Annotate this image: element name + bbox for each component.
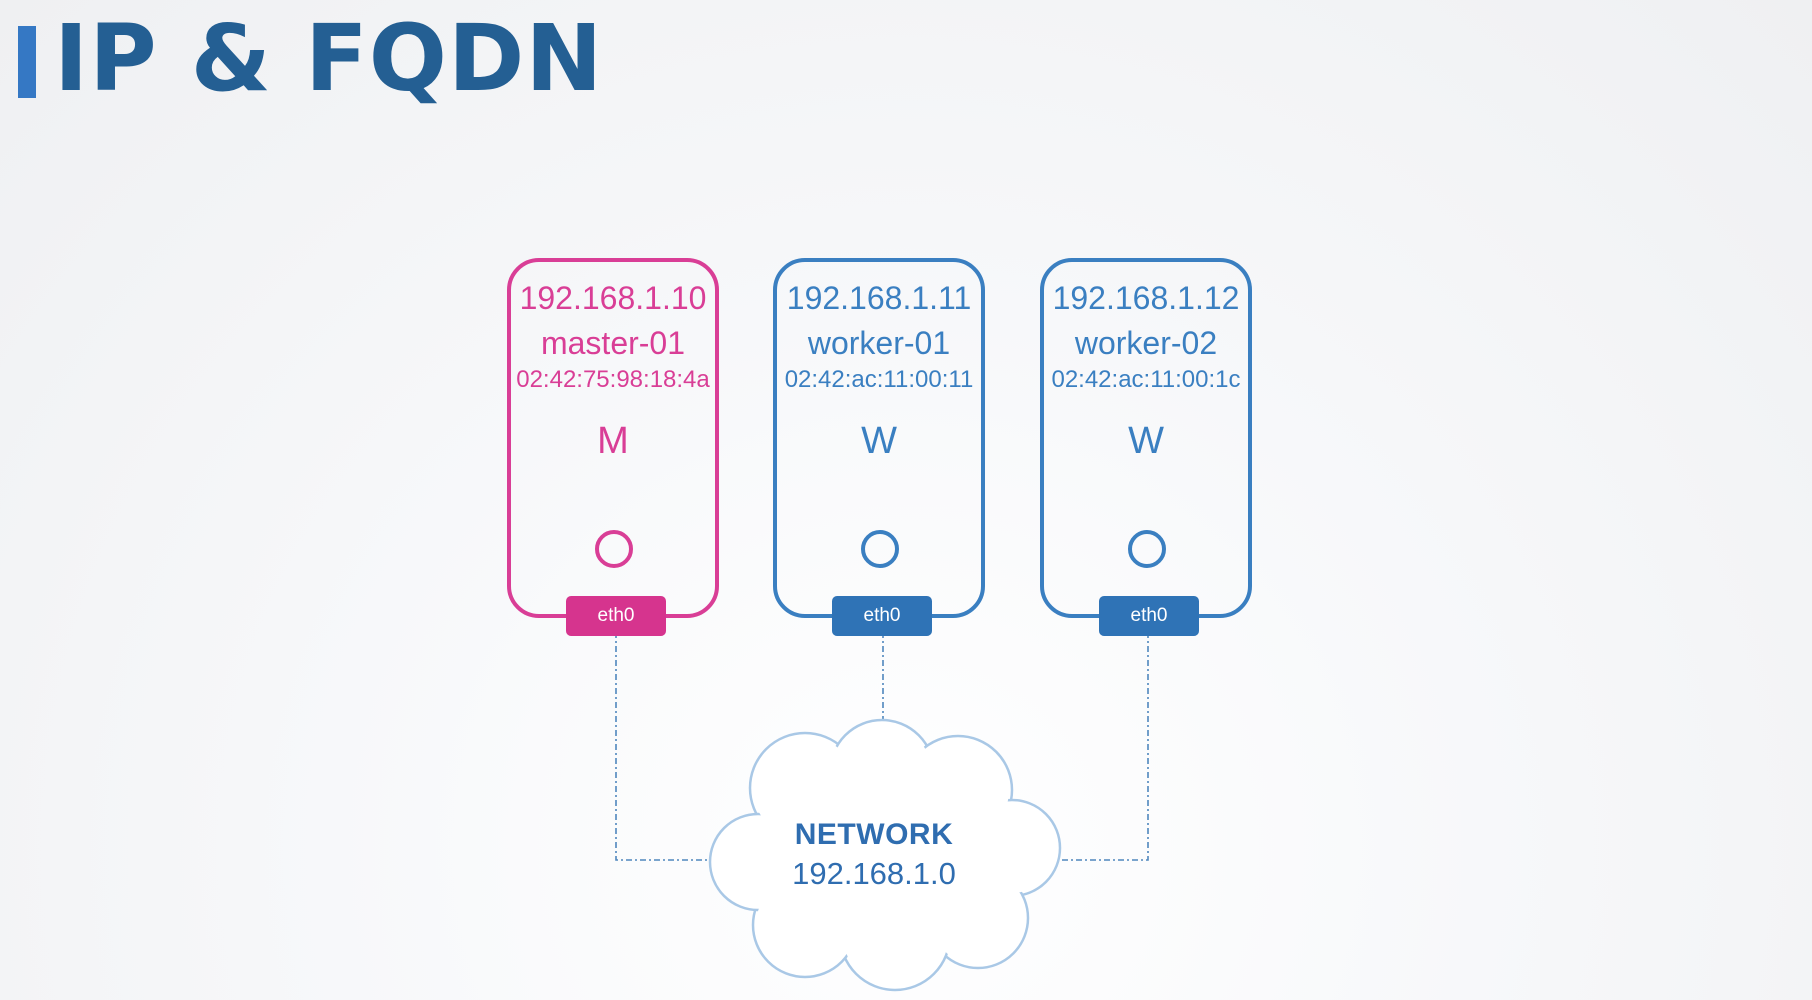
title-accent-bar bbox=[18, 26, 36, 98]
node-ip: 192.168.1.10 bbox=[519, 280, 707, 316]
node-role: W bbox=[1128, 420, 1164, 462]
port-circle-icon bbox=[1128, 530, 1166, 568]
node-worker-02: 192.168.1.12 worker-02 02:42:ac:11:00:1c… bbox=[1040, 258, 1252, 636]
interface-badge: eth0 bbox=[566, 596, 666, 636]
node-hostname: master-01 bbox=[540, 325, 686, 361]
node-hostname: worker-01 bbox=[807, 325, 951, 361]
link-master-01 bbox=[615, 632, 725, 861]
node-role: M bbox=[597, 420, 629, 462]
node-mac-address: 02:42:75:98:18:4a bbox=[516, 366, 710, 393]
port-circle-icon bbox=[595, 530, 633, 568]
network-cloud-fill bbox=[713, 723, 1057, 987]
network-name: NETWORK bbox=[794, 818, 954, 851]
port-circle-icon bbox=[861, 530, 899, 568]
node-ip: 192.168.1.12 bbox=[1052, 280, 1240, 316]
node-worker-01: 192.168.1.11 worker-01 02:42:ac:11:00:11… bbox=[773, 258, 985, 636]
node-hostname: worker-02 bbox=[1074, 325, 1218, 361]
node-master-01: 192.168.1.10 master-01 02:42:75:98:18:4a… bbox=[507, 258, 719, 636]
interface-badge: eth0 bbox=[1099, 596, 1199, 636]
node-mac-address: 02:42:ac:11:00:1c bbox=[1051, 366, 1241, 393]
node-role: W bbox=[861, 420, 897, 462]
node-mac-address: 02:42:ac:11:00:11 bbox=[784, 366, 974, 393]
interface-badge: eth0 bbox=[832, 596, 932, 636]
link-worker-02 bbox=[1045, 632, 1149, 861]
network-address: 192.168.1.0 bbox=[792, 856, 956, 891]
node-ip: 192.168.1.11 bbox=[786, 280, 972, 316]
page-title: IP & FQDN bbox=[54, 5, 604, 112]
network-label: NETWORK 192.168.1.0 bbox=[724, 818, 1024, 892]
